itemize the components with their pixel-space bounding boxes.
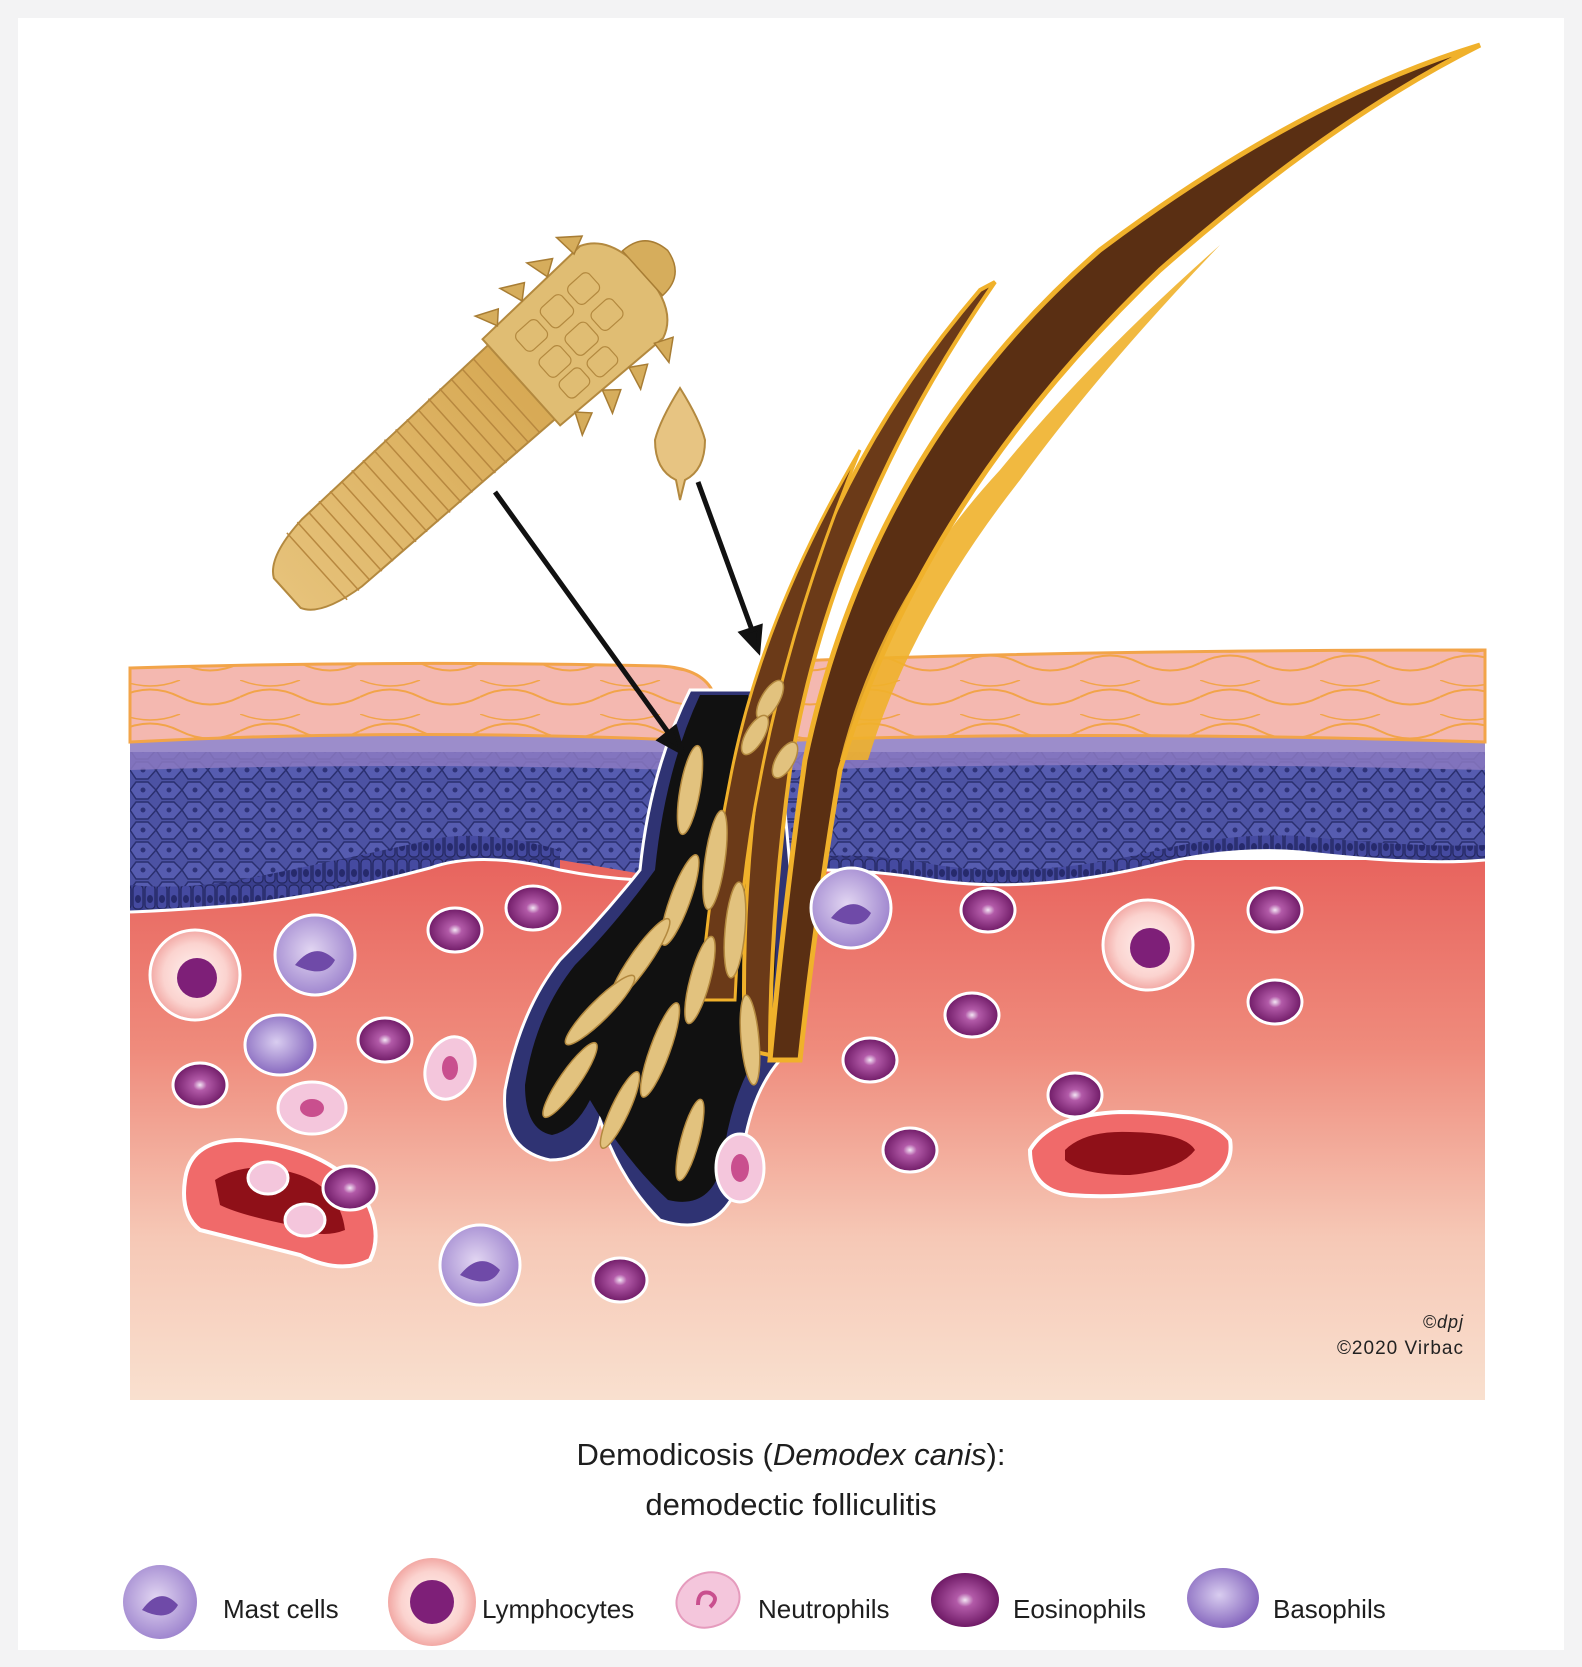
- figure-caption: Demodicosis (Demodex canis): demodectic …: [0, 1430, 1582, 1530]
- artist-credit: ©dpj: [1423, 1312, 1464, 1333]
- legend-label: Basophils: [1273, 1594, 1386, 1625]
- cell-legend: Mast cells Lymphocytes Neutrophils Eosin…: [120, 1564, 1440, 1654]
- legend-label: Eosinophils: [1013, 1594, 1146, 1625]
- caption-line-1: Demodicosis (Demodex canis):: [0, 1430, 1582, 1480]
- basophils: [245, 1015, 315, 1075]
- legend-label: Neutrophils: [758, 1594, 890, 1625]
- legend-label: Lymphocytes: [482, 1594, 634, 1625]
- blood-vessel-right: [1030, 1112, 1231, 1196]
- species-name: Demodex canis: [773, 1437, 987, 1472]
- legend-label: Mast cells: [223, 1594, 339, 1625]
- caption-line-2: demodectic folliculitis: [0, 1480, 1582, 1530]
- copyright-credit: ©2020 Virbac: [1337, 1338, 1464, 1360]
